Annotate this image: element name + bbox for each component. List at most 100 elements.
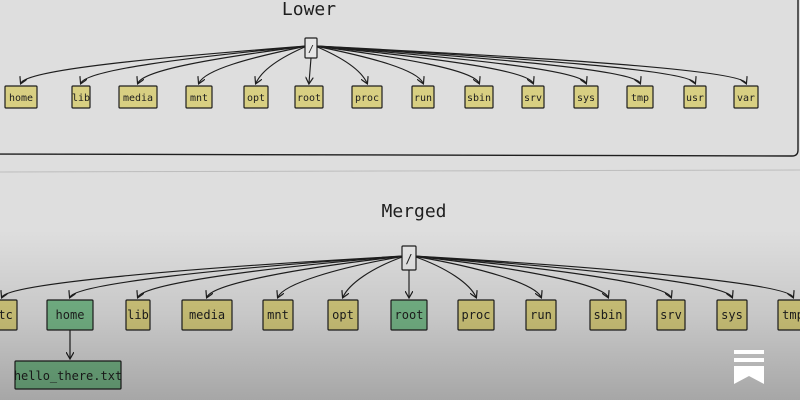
- lower-box-root: [294, 85, 324, 109]
- merged-label-proc: proc: [462, 308, 491, 322]
- lower-edge-sys: [314, 45, 586, 83]
- lower-label-sbin: sbin: [467, 93, 491, 104]
- lower-label-media: media: [123, 93, 153, 104]
- merged-label-mnt: mnt: [267, 308, 289, 322]
- lower-edge-home: [21, 45, 308, 83]
- merged-box-media: [181, 299, 233, 331]
- lower-edges: [21, 45, 746, 83]
- lower-edge-root: [309, 57, 311, 83]
- lower-title: Lower: [282, 0, 336, 20]
- lower-node-tmp: tmp: [626, 85, 654, 109]
- merged-node-media: media: [181, 299, 233, 331]
- merged-root-label: /: [405, 252, 412, 266]
- merged-label-srv: srv: [660, 308, 682, 322]
- merged-label-lib: lib: [127, 308, 149, 322]
- merged-label-opt: opt: [332, 308, 354, 322]
- merged-edge-sbin: [412, 255, 608, 297]
- lower-node-media: media: [118, 85, 158, 109]
- lower-box-run: [411, 85, 435, 109]
- lower-root-node: /: [304, 37, 318, 59]
- lower-box-mnt: [185, 85, 213, 109]
- lower-label-lib: lib: [72, 93, 90, 104]
- merged-label-sys: sys: [721, 308, 743, 322]
- merged-edges: [2, 255, 793, 297]
- lower-label-root: root: [297, 93, 321, 104]
- lower-node-var: var: [733, 85, 759, 109]
- merged-edge-lib: [138, 255, 406, 297]
- lower-label-usr: usr: [686, 93, 704, 104]
- lower-root-box: [304, 37, 318, 59]
- lower-edge-var: [314, 45, 746, 83]
- lower-node-proc: proc: [351, 85, 383, 109]
- lower-label-proc: proc: [355, 93, 379, 104]
- lower-edge-sbin: [314, 45, 479, 83]
- merged-label-root: root: [395, 308, 424, 322]
- lower-label-tmp: tmp: [631, 93, 649, 104]
- merged-edge-run: [412, 255, 541, 297]
- merged-node-sbin: sbin: [589, 299, 627, 331]
- lower-edge-opt: [256, 45, 308, 83]
- merged-edge-sys: [412, 255, 732, 297]
- lower-box-tmp: [626, 85, 654, 109]
- lower-box-home: [4, 85, 38, 109]
- merged-edge-tmp: [412, 255, 793, 297]
- merged-node-run: run: [525, 299, 557, 331]
- lower-edge-lib: [81, 45, 308, 83]
- merged-box-etc: [0, 299, 18, 331]
- merged-root-node: /: [401, 245, 417, 271]
- lower-edge-srv: [314, 45, 533, 83]
- merged-node-root: root: [390, 299, 428, 331]
- merged-label-tmp: tmp: [782, 308, 800, 322]
- merged-node-sys: sys: [716, 299, 748, 331]
- merged-node-srv: srv: [656, 299, 686, 331]
- merged-box-tmp: [777, 299, 800, 331]
- merged-node-home: home: [46, 299, 94, 331]
- lower-edge-tmp: [314, 45, 640, 83]
- lower-label-sys: sys: [577, 93, 595, 104]
- merged-label-home: home: [56, 308, 85, 322]
- lower-edge-run: [314, 45, 423, 83]
- merged-nodes: etc home lib media mnt opt root proc run sbin srv s…: [0, 299, 800, 331]
- merged-box-proc: [457, 299, 495, 331]
- merged-edge-srv: [412, 255, 671, 297]
- merged-edge-opt: [343, 255, 406, 297]
- lower-box-sbin: [464, 85, 494, 109]
- lower-box-sys: [573, 85, 599, 109]
- lower-label-srv: srv: [524, 93, 542, 104]
- merged-box-mnt: [262, 299, 294, 331]
- lower-box-proc: [351, 85, 383, 109]
- lower-box-srv: [521, 85, 545, 109]
- lower-box-usr: [683, 85, 707, 109]
- merged-node-lib: lib: [125, 299, 151, 331]
- lower-node-run: run: [411, 85, 435, 109]
- lower-node-root: root: [294, 85, 324, 109]
- merged-box-run: [525, 299, 557, 331]
- merged-box-sbin: [589, 299, 627, 331]
- merged-edge-media: [207, 255, 406, 297]
- merged-edge-etc: [2, 255, 406, 297]
- merged-box-root: [390, 299, 428, 331]
- lower-box-lib: [71, 85, 91, 109]
- merged-label-sbin: sbin: [594, 308, 623, 322]
- merged-section: Merged / etchomelibmediamntoptrootprocru…: [0, 201, 800, 390]
- lower-node-sbin: sbin: [464, 85, 494, 109]
- lower-box-var: [733, 85, 759, 109]
- lower-node-sys: sys: [573, 85, 599, 109]
- merged-label-etc: etc: [0, 308, 13, 322]
- lower-label-var: var: [737, 93, 755, 104]
- merged-node-mnt: mnt: [262, 299, 294, 331]
- bookmark-icon[interactable]: [734, 350, 764, 384]
- lower-label-mnt: mnt: [190, 93, 208, 104]
- section-divider: [0, 169, 800, 173]
- merged-root-box: [401, 245, 417, 271]
- lower-node-home: home: [4, 85, 38, 109]
- file-node-hello-there: hello_there.txt: [14, 360, 122, 390]
- lower-frame: [0, 0, 799, 157]
- lower-box-opt: [243, 85, 269, 109]
- lower-node-lib: lib: [71, 85, 91, 109]
- merged-edge-mnt: [278, 255, 406, 297]
